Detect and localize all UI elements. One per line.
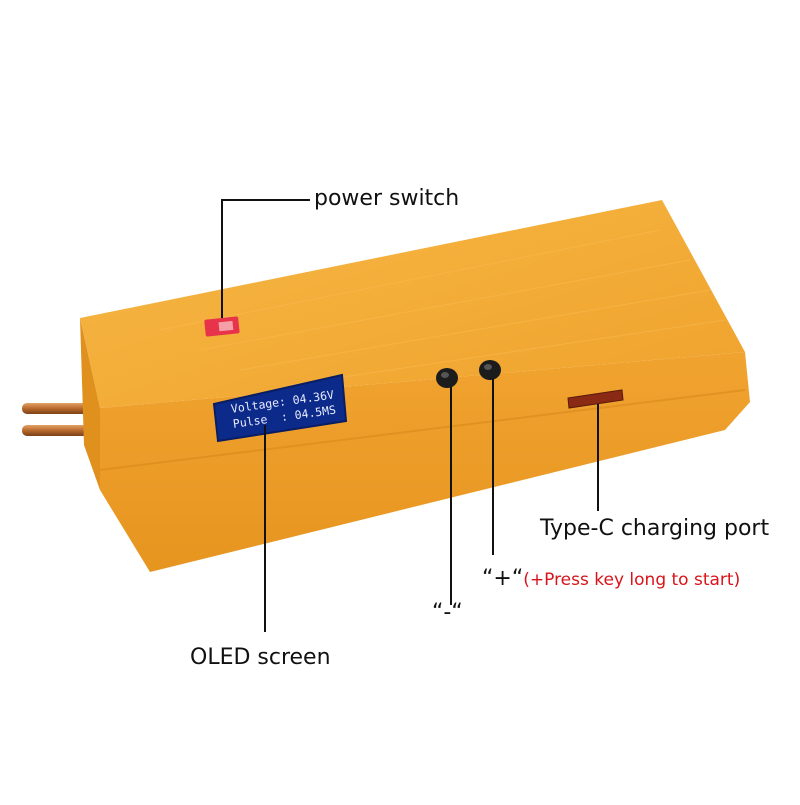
type-c-port-label: Type-C charging port: [540, 516, 770, 541]
plus-key-label: “+“(+Press key long to start): [482, 568, 740, 590]
oled-screen-label: OLED screen: [190, 645, 331, 670]
device-end-face: [80, 318, 100, 490]
power-switch-leader: [221, 199, 310, 318]
oled-screen-panel: [212, 373, 348, 443]
probe-pin-upper: [22, 403, 88, 414]
power-switch-label: power switch: [314, 186, 460, 211]
device-top-face: [80, 200, 745, 408]
buttons: [436, 360, 501, 388]
leader-lines: [221, 199, 599, 632]
plus-key-note: (+Press key long to start): [523, 570, 741, 590]
probe-pin-lower: [22, 425, 88, 436]
power-switch: [204, 316, 240, 337]
minus-button: [436, 368, 458, 388]
type-c-port: [567, 389, 624, 409]
probe-pins: [22, 403, 88, 436]
plus-button: [479, 360, 501, 380]
minus-key-label: “-“: [432, 600, 463, 625]
plus-key-text: “+“: [482, 566, 524, 591]
